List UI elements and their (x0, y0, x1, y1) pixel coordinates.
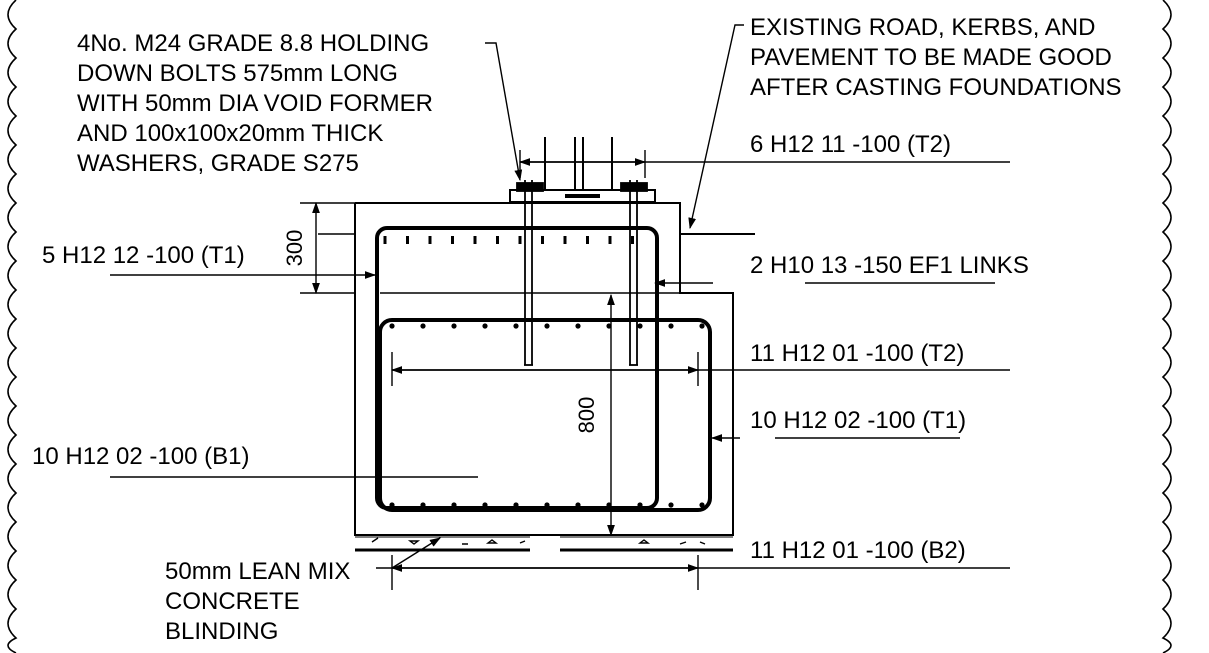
revision-cloud-right (1161, 0, 1172, 653)
label-blinding: 50mm LEAN MIX CONCRETE BLINDING (165, 558, 350, 645)
base-bottom-bar (420, 502, 426, 508)
dimension-300 (300, 201, 355, 295)
dimension-300-label: 300 (282, 230, 307, 267)
holding-bolts-line-1: 4No. M24 GRADE 8.8 HOLDING (77, 30, 429, 57)
concrete-outline (354, 202, 734, 536)
holding-bolts-line-5: WASHERS, GRADE S275 (77, 150, 359, 177)
base-top-bar (451, 323, 457, 329)
leader-lines (110, 24, 995, 569)
blinding-layer (355, 536, 733, 552)
base-bottom-bar (482, 502, 488, 508)
base-top-bar (389, 323, 395, 329)
holding-bolts-line-3: WITH 50mm DIA VOID FORMER (77, 90, 433, 117)
blinding-line-3: BLINDING (165, 618, 278, 645)
base-top-bar (544, 323, 550, 329)
label-5-h12-12: 5 H12 12 -100 (T1) (42, 242, 245, 269)
upstand-rebar-cage (375, 226, 659, 510)
base-bottom-bar (389, 502, 395, 508)
upstand-top-bars (383, 236, 634, 244)
revision-cloud-left (7, 0, 18, 653)
existing-road-line-2-text: PAVEMENT TO BE MADE GOOD (750, 44, 1112, 71)
base-bottom-bar (575, 502, 581, 508)
existing-road-line-1-text: EXISTING ROAD, KERBS, AND (750, 14, 1095, 41)
base-bottom-bar (668, 502, 674, 508)
label-10-h12-02-t1: 10 H12 02 -100 (T1) (750, 407, 966, 434)
base-plate (509, 137, 656, 203)
label-6-h12-11: 6 H12 11 -100 (T2) (750, 131, 951, 158)
base-rebar-cage (378, 318, 712, 512)
bar-span-indicators (390, 150, 1010, 590)
label-2-h10-13: 2 H10 13 -150 EF1 LINKS (750, 252, 1029, 279)
holding-bolts-line-2: DOWN BOLTS 575mm LONG (77, 60, 398, 87)
base-bottom-bar (637, 502, 643, 508)
base-bottom-bar (544, 502, 550, 508)
base-bottom-bar (699, 502, 705, 508)
holding-down-bolts (516, 180, 648, 366)
base-top-bar (637, 323, 643, 329)
label-existing-road: EXISTING ROAD, KERBS, AND PAVEMENT TO BE… (750, 14, 1122, 101)
blinding-line-2: CONCRETE (165, 588, 300, 615)
base-top-bar (482, 323, 488, 329)
holding-bolts-line-4: AND 100x100x20mm THICK (77, 120, 383, 147)
base-top-bar (420, 323, 426, 329)
dimension-800-label: 800 (574, 397, 599, 434)
blinding-line-1: 50mm LEAN MIX (165, 558, 350, 585)
base-top-bar (575, 323, 581, 329)
label-11-h12-01-b2: 11 H12 01 -100 (B2) (750, 537, 966, 564)
base-bottom-bar (451, 502, 457, 508)
base-top-bar (699, 323, 705, 329)
base-top-bar (513, 323, 519, 329)
label-holding-bolts: 4No. M24 GRADE 8.8 HOLDING DOWN BOLTS 57… (77, 30, 433, 177)
label-11-h12-01-t2: 11 H12 01 -100 (T2) (750, 340, 964, 367)
base-bottom-bar (513, 502, 519, 508)
existing-road-line-3-text: AFTER CASTING FOUNDATIONS (750, 74, 1122, 101)
label-10-h12-02-b1: 10 H12 02 -100 (B1) (32, 443, 249, 470)
base-top-bar (668, 323, 674, 329)
